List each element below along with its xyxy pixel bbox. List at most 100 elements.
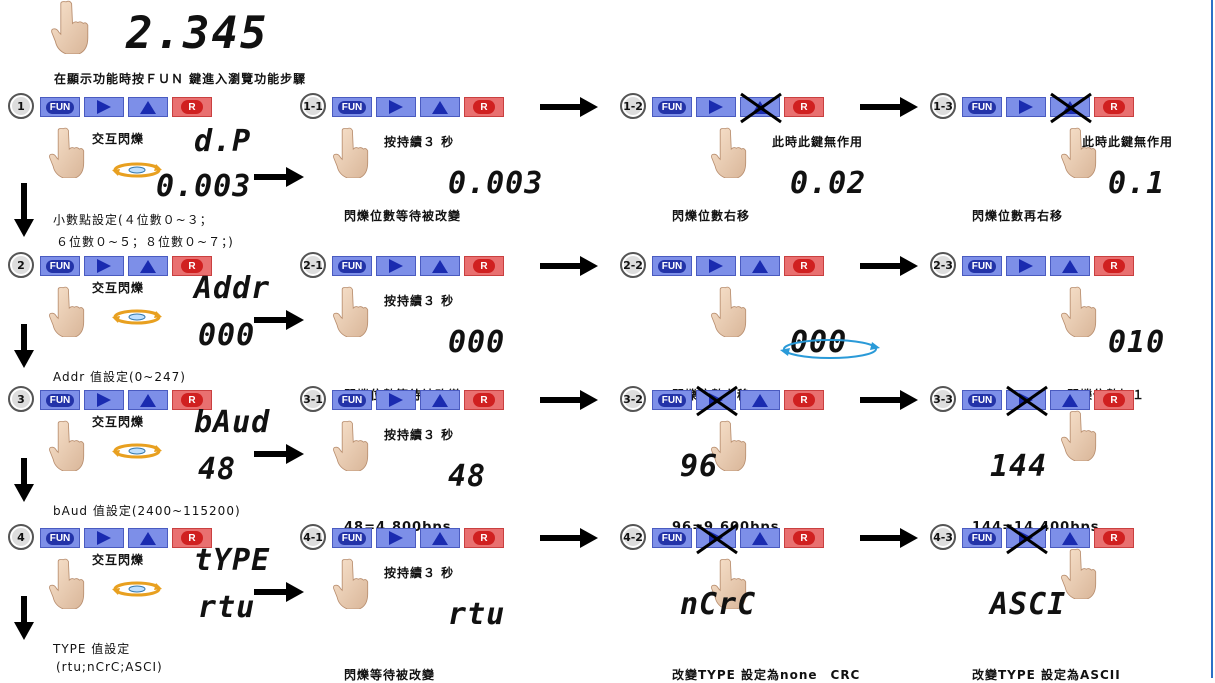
step-caption: Addr 值設定(0~247)	[53, 370, 186, 384]
reset-button[interactable]: R	[1094, 97, 1134, 117]
r-label: R	[793, 100, 815, 114]
right-triangle-icon	[709, 531, 723, 545]
reset-button[interactable]: R	[784, 390, 824, 410]
shift-right-button[interactable]	[696, 97, 736, 117]
shift-right-button[interactable]	[696, 385, 738, 417]
reset-button[interactable]: R	[1094, 390, 1134, 410]
up-triangle-icon	[1062, 100, 1078, 114]
reset-button[interactable]: R	[464, 256, 504, 276]
shift-right-button[interactable]	[1006, 256, 1046, 276]
reset-button[interactable]: R	[784, 528, 824, 548]
shift-right-button[interactable]	[376, 256, 416, 276]
shift-right-button[interactable]	[1006, 97, 1046, 117]
shift-right-button[interactable]	[696, 256, 736, 276]
fun-button[interactable]: FUN	[40, 390, 80, 410]
reset-button[interactable]: R	[784, 97, 824, 117]
r-label: R	[1103, 531, 1125, 545]
step-number-badge: 2-2	[620, 252, 646, 278]
reset-button[interactable]: R	[172, 390, 212, 410]
fun-button[interactable]: FUN	[40, 256, 80, 276]
up-triangle-icon	[432, 393, 448, 407]
fun-label: FUN	[657, 393, 687, 407]
fun-button[interactable]: FUN	[332, 390, 372, 410]
hand-pointing-icon	[48, 127, 87, 179]
hand-pointing-icon	[332, 127, 371, 179]
fun-button[interactable]: FUN	[652, 97, 692, 117]
right-arrow-icon	[860, 256, 918, 280]
shift-right-button[interactable]	[696, 523, 738, 555]
up-button[interactable]	[1050, 92, 1092, 124]
right-arrow-icon	[540, 390, 598, 414]
up-button[interactable]	[420, 528, 460, 548]
shift-right-button[interactable]	[376, 528, 416, 548]
fun-button[interactable]: FUN	[962, 390, 1002, 410]
up-button[interactable]	[740, 92, 782, 124]
shift-right-button[interactable]	[376, 390, 416, 410]
fun-button[interactable]: FUN	[652, 528, 692, 548]
reset-button[interactable]: R	[464, 97, 504, 117]
step-caption: 閃爍位數等待被改變	[344, 209, 462, 223]
right-triangle-icon	[389, 393, 403, 407]
step-number-badge: 3-3	[930, 386, 956, 412]
fun-button[interactable]: FUN	[962, 256, 1002, 276]
fun-button[interactable]: FUN	[332, 256, 372, 276]
shift-right-button[interactable]	[376, 97, 416, 117]
up-button[interactable]	[420, 390, 460, 410]
up-button[interactable]	[740, 390, 780, 410]
up-button[interactable]	[128, 256, 168, 276]
hand-pointing-icon	[332, 420, 371, 472]
fun-button[interactable]: FUN	[962, 528, 1002, 548]
reset-button[interactable]: R	[464, 390, 504, 410]
down-arrow-icon	[14, 596, 34, 644]
up-button[interactable]	[740, 528, 780, 548]
up-button[interactable]	[1050, 390, 1090, 410]
step-number-badge: 2-3	[930, 252, 956, 278]
step-caption: bAud 值設定(2400~115200)	[53, 504, 241, 518]
up-button[interactable]	[128, 390, 168, 410]
reset-button[interactable]: R	[172, 256, 212, 276]
step-number-badge: 4-3	[930, 524, 956, 550]
fun-button[interactable]: FUN	[332, 528, 372, 548]
up-triangle-icon	[1062, 393, 1078, 407]
shift-right-button[interactable]	[1006, 385, 1048, 417]
step-number-badge: 4	[8, 524, 34, 550]
reset-button[interactable]: R	[172, 97, 212, 117]
up-button[interactable]	[740, 256, 780, 276]
up-button[interactable]	[1050, 528, 1090, 548]
button-strip: FUN R	[652, 523, 824, 555]
fun-button[interactable]: FUN	[962, 97, 1002, 117]
up-button[interactable]	[128, 97, 168, 117]
shift-right-button[interactable]	[1006, 523, 1048, 555]
reset-button[interactable]: R	[1094, 528, 1134, 548]
reset-button[interactable]: R	[464, 528, 504, 548]
up-button[interactable]	[420, 97, 460, 117]
fun-button[interactable]: FUN	[40, 528, 80, 548]
right-triangle-icon	[389, 259, 403, 273]
right-arrow-icon	[254, 582, 304, 606]
fun-button[interactable]: FUN	[40, 97, 80, 117]
rotate-arrows-icon	[112, 159, 162, 185]
fun-button[interactable]: FUN	[652, 256, 692, 276]
param-value-display: 0.02	[790, 166, 867, 201]
hand-pointing-icon	[48, 286, 87, 338]
page-edge	[1211, 0, 1213, 678]
reset-button[interactable]: R	[1094, 256, 1134, 276]
top-caption: 在顯示功能時按ＦＵＮ 鍵進入瀏覽功能步驟	[54, 72, 307, 86]
up-button[interactable]	[420, 256, 460, 276]
reset-button[interactable]: R	[172, 528, 212, 548]
up-triangle-icon	[752, 259, 768, 273]
up-button[interactable]	[1050, 256, 1090, 276]
button-strip: FUN R	[962, 385, 1134, 417]
reset-button[interactable]: R	[784, 256, 824, 276]
shift-right-button[interactable]	[84, 97, 124, 117]
up-triangle-icon	[140, 100, 156, 114]
fun-button[interactable]: FUN	[652, 390, 692, 410]
shift-right-button[interactable]	[84, 390, 124, 410]
shift-right-button[interactable]	[84, 256, 124, 276]
shift-right-button[interactable]	[84, 528, 124, 548]
fun-button[interactable]: FUN	[332, 97, 372, 117]
up-button[interactable]	[128, 528, 168, 548]
param-value-display: rtu	[198, 590, 256, 625]
r-label: R	[473, 531, 495, 545]
fun-label: FUN	[45, 393, 75, 407]
